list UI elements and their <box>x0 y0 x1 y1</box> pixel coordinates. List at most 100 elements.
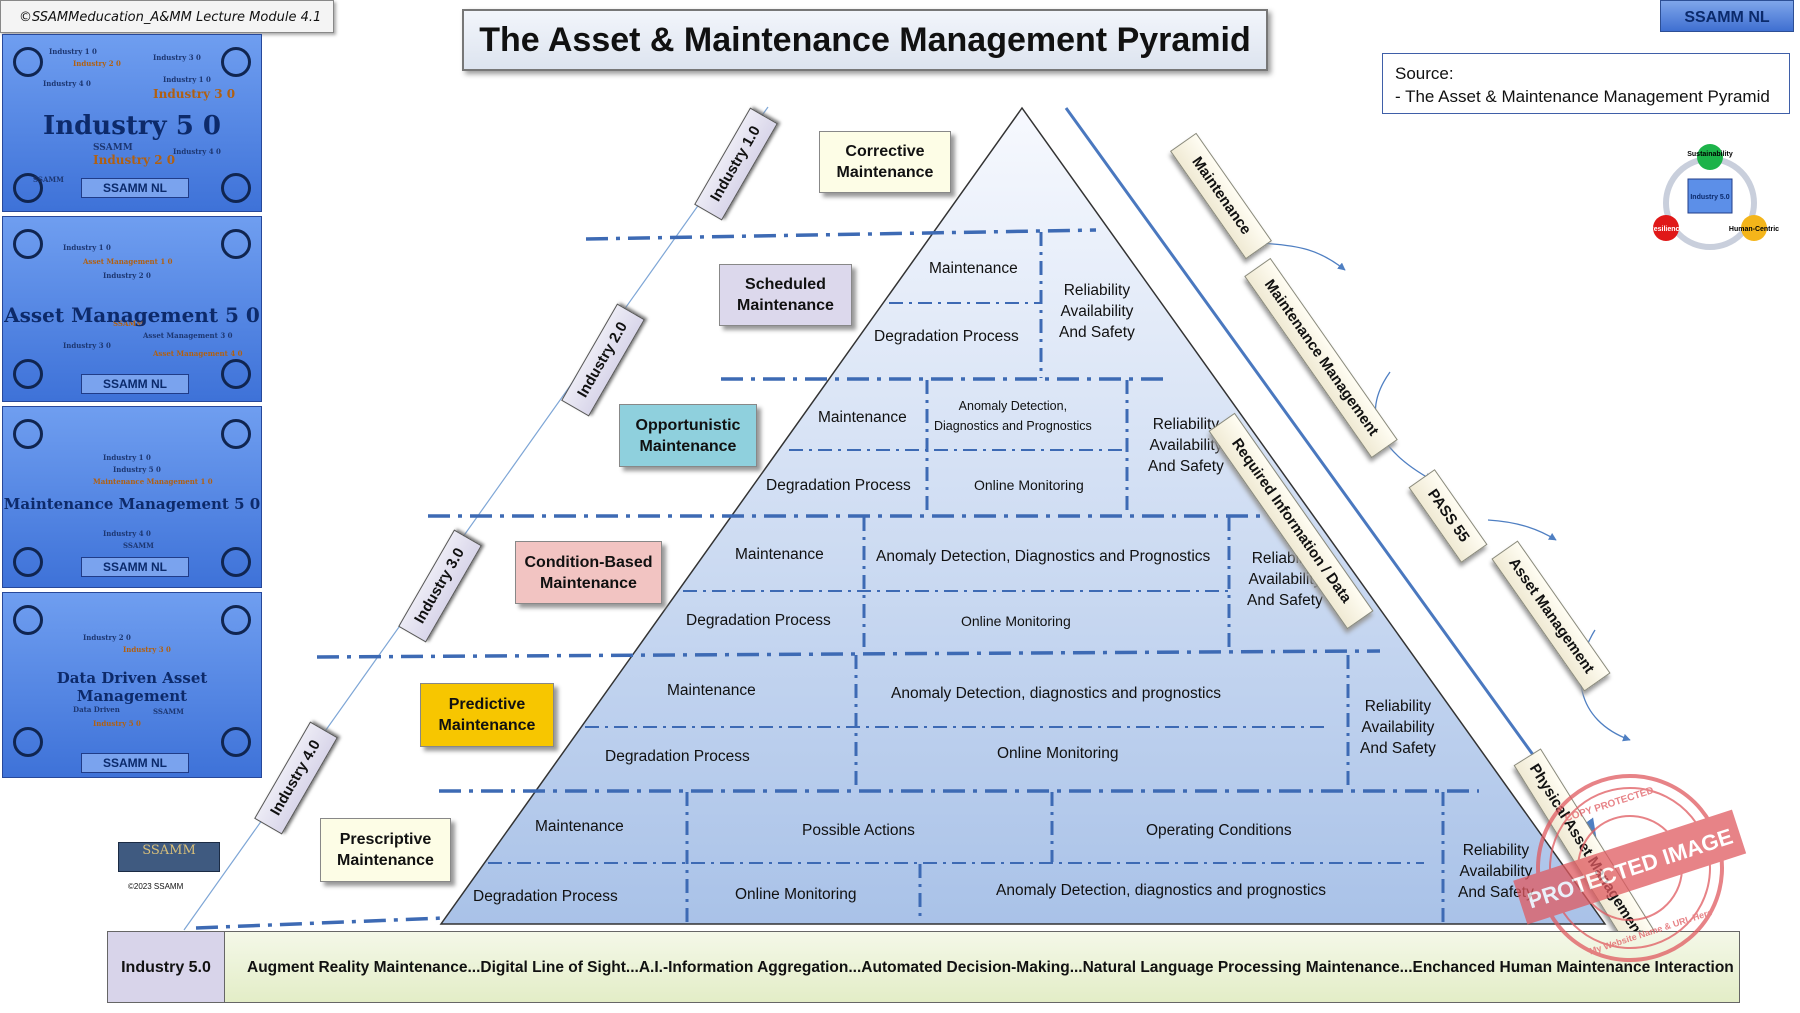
openai-knot-icon <box>221 47 251 77</box>
level-separator <box>195 916 445 930</box>
wordcloud-word: Industry 1 0 <box>49 47 97 56</box>
wordcloud-word: Industry 3 0 <box>153 53 201 62</box>
industry-5-label: Industry 5.0 <box>107 931 225 1003</box>
panel-maintenance-management-5: Industry 1 0 Industry 5 0 Maintenance Ma… <box>2 406 262 588</box>
wordcloud-word: Industry 3 0 <box>63 341 111 350</box>
openai-knot-icon <box>221 229 251 259</box>
copyright-label: ©SSAMMeducation_A&MM Lecture Module 4.1 <box>0 0 334 33</box>
panel-title: Data Driven Asset Management <box>56 669 208 705</box>
maintenance-label: Maintenance <box>929 260 1018 277</box>
human-centric-circle <box>1741 215 1767 241</box>
wordcloud-word: Industry 1 0 <box>63 243 111 252</box>
maintenance-label: Maintenance <box>735 546 824 563</box>
wordcloud-word: SSAMM <box>33 175 64 184</box>
flow-connector <box>1257 242 1346 271</box>
operating-conditions-label: Operating Conditions <box>1146 822 1292 839</box>
degradation-label: Degradation Process <box>686 612 831 629</box>
wordcloud-word: SSAMM <box>123 541 154 550</box>
wordcloud-word: Industry 2 0 <box>83 633 131 642</box>
ssamm-footer-logo: SSAMM <box>118 842 220 872</box>
wordcloud-word: Industry 2 0 <box>103 271 151 280</box>
footer-copyright: ©2023 SSAMM <box>128 882 184 891</box>
wordcloud-word: Industry 3 0 <box>153 87 236 101</box>
wordcloud-word: Asset Management 1 0 <box>83 257 173 266</box>
openai-knot-icon <box>13 359 43 389</box>
adp-label: Anomaly Detection,Diagnostics and Progno… <box>934 399 1092 433</box>
sustainability-label: Sustainability <box>1687 151 1733 158</box>
cycle-center-label: Industry 5.0 <box>1690 194 1729 201</box>
ssamm-logo: SSAMM NL <box>81 557 189 577</box>
openai-knot-icon <box>221 419 251 449</box>
human-centric-label: Human-Centric <box>1729 226 1779 233</box>
protected-image-stamp: PROTECTED IMAGE COPY PROTECTED My Websit… <box>1513 774 1747 962</box>
wordcloud-word: Industry 4 0 <box>173 147 221 156</box>
required-information-arrow <box>1064 107 1598 844</box>
industry-5-features-bar: Augment Reality Maintenance...Digital Li… <box>225 931 1740 1003</box>
openai-knot-icon <box>13 547 43 577</box>
adp-label: Anomaly Detection, diagnostics and progn… <box>996 882 1326 899</box>
industry-5-cycle-diagram: Sustainability Industry 5.0 Resilience H… <box>1649 144 1779 250</box>
openai-knot-icon <box>221 547 251 577</box>
wordcloud-word: SSAMM <box>153 707 184 716</box>
wordcloud-word: Industry 3 0 <box>123 645 171 654</box>
openai-knot-icon <box>221 173 251 203</box>
level-separator <box>316 649 1381 659</box>
panel-title: Industry 5 0 <box>43 111 221 141</box>
panel-asset-management-5: Industry 1 0 Asset Management 1 0 Indust… <box>2 216 262 402</box>
wordcloud-word: Maintenance Management 1 0 <box>93 477 213 486</box>
source-text: - The Asset & Maintenance Management Pyr… <box>1395 87 1770 106</box>
wordcloud-word: Industry 5 0 <box>93 719 141 728</box>
resilience-label: Resilience <box>1649 226 1684 233</box>
wordcloud-word: Industry 5 0 <box>113 465 161 474</box>
openai-knot-icon <box>221 359 251 389</box>
maintenance-label: Maintenance <box>818 409 907 426</box>
adp-label: Anomaly Detection, diagnostics and progn… <box>891 685 1221 702</box>
maintenance-label: Maintenance <box>535 818 624 835</box>
maintenance-label: Maintenance <box>667 682 756 699</box>
possible-actions-label: Possible Actions <box>802 822 915 839</box>
openai-knot-icon <box>221 727 251 757</box>
wordcloud-word: Industry 1 0 <box>163 75 211 84</box>
source-box: Source: - The Asset & Maintenance Manage… <box>1382 53 1790 114</box>
page-title: The Asset & Maintenance Management Pyram… <box>462 9 1268 71</box>
online-monitoring-label: Online Monitoring <box>997 745 1119 762</box>
wordcloud-word: Asset Management 3 0 <box>143 331 233 340</box>
wordcloud-word: Industry 1 0 <box>103 453 151 462</box>
wordcloud-word: Asset Management 4 0 <box>153 349 243 358</box>
openai-knot-icon <box>13 727 43 757</box>
ssamm-logo: SSAMM NL <box>81 178 189 198</box>
wordcloud-word: Industry 4 0 <box>43 79 91 88</box>
wordcloud-word: Industry 2 0 <box>93 153 176 167</box>
openai-knot-icon <box>13 173 43 203</box>
degradation-label: Degradation Process <box>605 748 750 765</box>
level-separator <box>585 228 1097 241</box>
wordcloud-word: Data Driven <box>73 705 120 714</box>
online-monitoring-label: Online Monitoring <box>974 477 1084 493</box>
panel-title: Asset Management 5 0 <box>4 303 260 327</box>
adp-label: Anomaly Detection, Diagnostics and Progn… <box>876 548 1211 565</box>
flow-connector <box>1487 519 1557 541</box>
openai-knot-icon <box>13 605 43 635</box>
wordcloud-word: Industry 2 0 <box>73 59 121 68</box>
sustainability-circle <box>1697 144 1723 170</box>
openai-knot-icon <box>13 419 43 449</box>
online-monitoring-label: Online Monitoring <box>735 886 857 903</box>
panel-data-driven-asset-management: Industry 2 0 Industry 3 0 Data Driven SS… <box>2 592 262 778</box>
wordcloud-word: Industry 4 0 <box>103 529 151 538</box>
source-heading: Source: <box>1395 64 1454 83</box>
panel-industry-5: Industry 1 0 Industry 2 0 Industry 3 0 I… <box>2 34 262 212</box>
wordcloud-word: SSAMM <box>113 319 144 328</box>
openai-knot-icon <box>221 605 251 635</box>
ssamm-logo: SSAMM NL <box>81 374 189 394</box>
online-monitoring-label: Online Monitoring <box>961 613 1071 629</box>
ssamm-logo: SSAMM NL <box>81 753 189 773</box>
